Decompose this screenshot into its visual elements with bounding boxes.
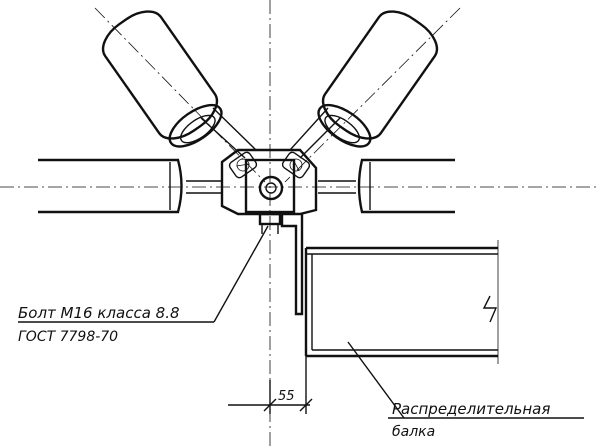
- distribution-beam: [304, 240, 499, 364]
- dimension-value: 55: [278, 389, 295, 404]
- upper-right-tube: [289, 10, 439, 159]
- dimension-55: [228, 356, 313, 414]
- beam-label-line1: Распределительная: [392, 400, 550, 418]
- bolt-spec-line1: Болт М16 класса 8.8: [18, 304, 180, 322]
- right-horizontal-tube: [318, 158, 455, 214]
- upper-left-tube: [101, 10, 257, 159]
- left-horizontal-tube: [38, 158, 222, 214]
- bolt-spec-line2: ГОСТ 7798-70: [18, 329, 118, 345]
- connector-node: [220, 148, 318, 234]
- leader-lines: [18, 225, 584, 419]
- angle-bracket: [280, 214, 304, 316]
- beam-label-line2: балка: [392, 424, 435, 440]
